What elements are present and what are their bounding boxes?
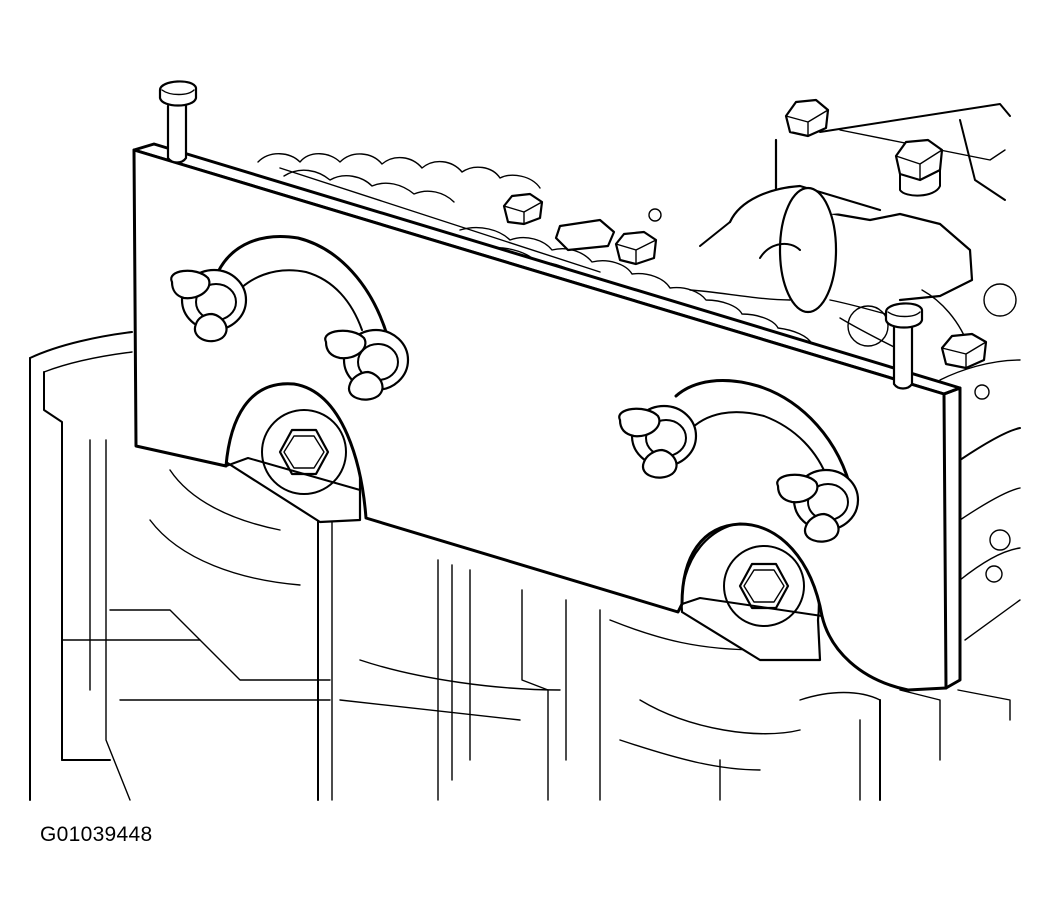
camshaft-locking-tool bbox=[132, 142, 962, 692]
wing-nut bbox=[776, 468, 860, 543]
camshaft-sprocket-left bbox=[224, 378, 362, 524]
figure-id-label: G01039448 bbox=[40, 823, 153, 846]
chain-guide-bolt bbox=[502, 192, 544, 226]
cam-cap-bolt bbox=[784, 98, 830, 138]
wing-nut bbox=[324, 328, 410, 401]
chain-guide-bolt bbox=[614, 230, 658, 266]
camshaft bbox=[554, 103, 1021, 381]
cam-cap-bolt bbox=[894, 138, 944, 197]
wing-nut bbox=[618, 404, 698, 479]
timing-chain bbox=[257, 153, 813, 345]
engine-cylinder-head bbox=[29, 331, 1021, 801]
alignment-bolt-right bbox=[884, 302, 924, 390]
wing-nut bbox=[170, 268, 248, 343]
head-bolt bbox=[940, 332, 988, 370]
alignment-bolt-left bbox=[158, 80, 198, 164]
